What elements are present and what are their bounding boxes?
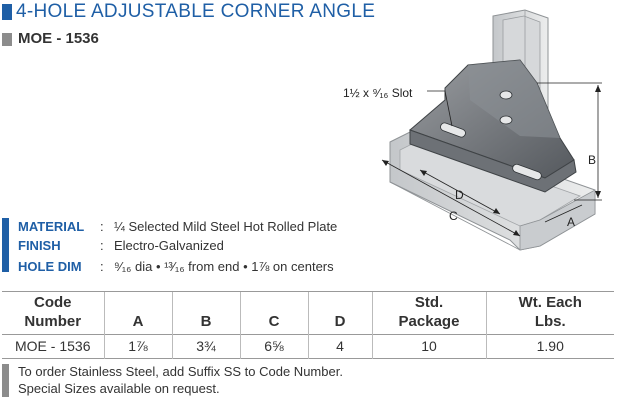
- dim-label-b: B: [588, 153, 596, 167]
- product-code: MOE - 1536: [18, 30, 99, 47]
- cell-b: 3¾: [171, 334, 240, 359]
- spec-value-material: ¼ Selected Mild Steel Hot Rolled Plate: [114, 219, 338, 234]
- cell-std-package: 10: [371, 334, 486, 359]
- spec-label-material: MATERIAL: [18, 219, 85, 234]
- notes-accent-bar: [2, 364, 9, 397]
- spec-value-finish: Electro-Galvanized: [114, 238, 224, 253]
- spec-colon: :: [100, 238, 104, 253]
- col-header-a: A: [103, 292, 172, 335]
- cell-code-number: MOE - 1536: [15, 338, 91, 354]
- col-header-std-package: Std.Package: [371, 292, 486, 335]
- dim-label-c: C: [449, 209, 458, 223]
- cell-a: 1⅞: [103, 334, 172, 359]
- table-top-rule: [2, 291, 614, 292]
- col-header-c: C: [239, 292, 308, 335]
- product-illustration: B D C A: [381, 9, 602, 251]
- cell-c: 6⅝: [239, 334, 308, 359]
- spec-value-hole-dim: ⁹⁄₁₆ dia • ¹³⁄₁₆ from end • 1⅞ on center…: [114, 259, 334, 274]
- slot-callout-label: 1½ x ⁹⁄₁₆ Slot: [343, 86, 413, 100]
- slot-left: [440, 122, 466, 138]
- dim-label-d: D: [455, 188, 464, 202]
- subtitle-accent-bar: [2, 33, 12, 46]
- specs-accent-bar: [2, 218, 9, 272]
- cell-d: 4: [307, 334, 372, 359]
- corner-angle-plate: [409, 59, 577, 193]
- spec-colon: :: [100, 219, 104, 234]
- spec-label-finish: FINISH: [18, 238, 61, 253]
- dim-label-a: A: [567, 215, 575, 229]
- slot-right: [512, 163, 542, 181]
- spec-label-hole-dim: HOLE DIM: [18, 259, 82, 274]
- page-title: 4-HOLE ADJUSTABLE CORNER ANGLE: [16, 1, 376, 22]
- spec-colon: :: [100, 259, 104, 274]
- hole-middle: [499, 115, 513, 125]
- dimension-arrows: [382, 85, 601, 236]
- cell-weight: 1.90: [485, 334, 614, 359]
- note-special-sizes: Special Sizes available on request.: [18, 381, 220, 396]
- title-accent-bar: [2, 4, 12, 20]
- table-row: MOE - 1536 1⅞ 3¾ 6⅝ 4 10 1.90: [2, 334, 614, 359]
- hole-top: [499, 90, 513, 100]
- slot-leader-line: [427, 90, 453, 127]
- note-stainless: To order Stainless Steel, add Suffix SS …: [18, 364, 343, 379]
- dimension-lines: [381, 82, 602, 237]
- col-header-d: D: [307, 292, 372, 335]
- col-header-b: B: [171, 292, 240, 335]
